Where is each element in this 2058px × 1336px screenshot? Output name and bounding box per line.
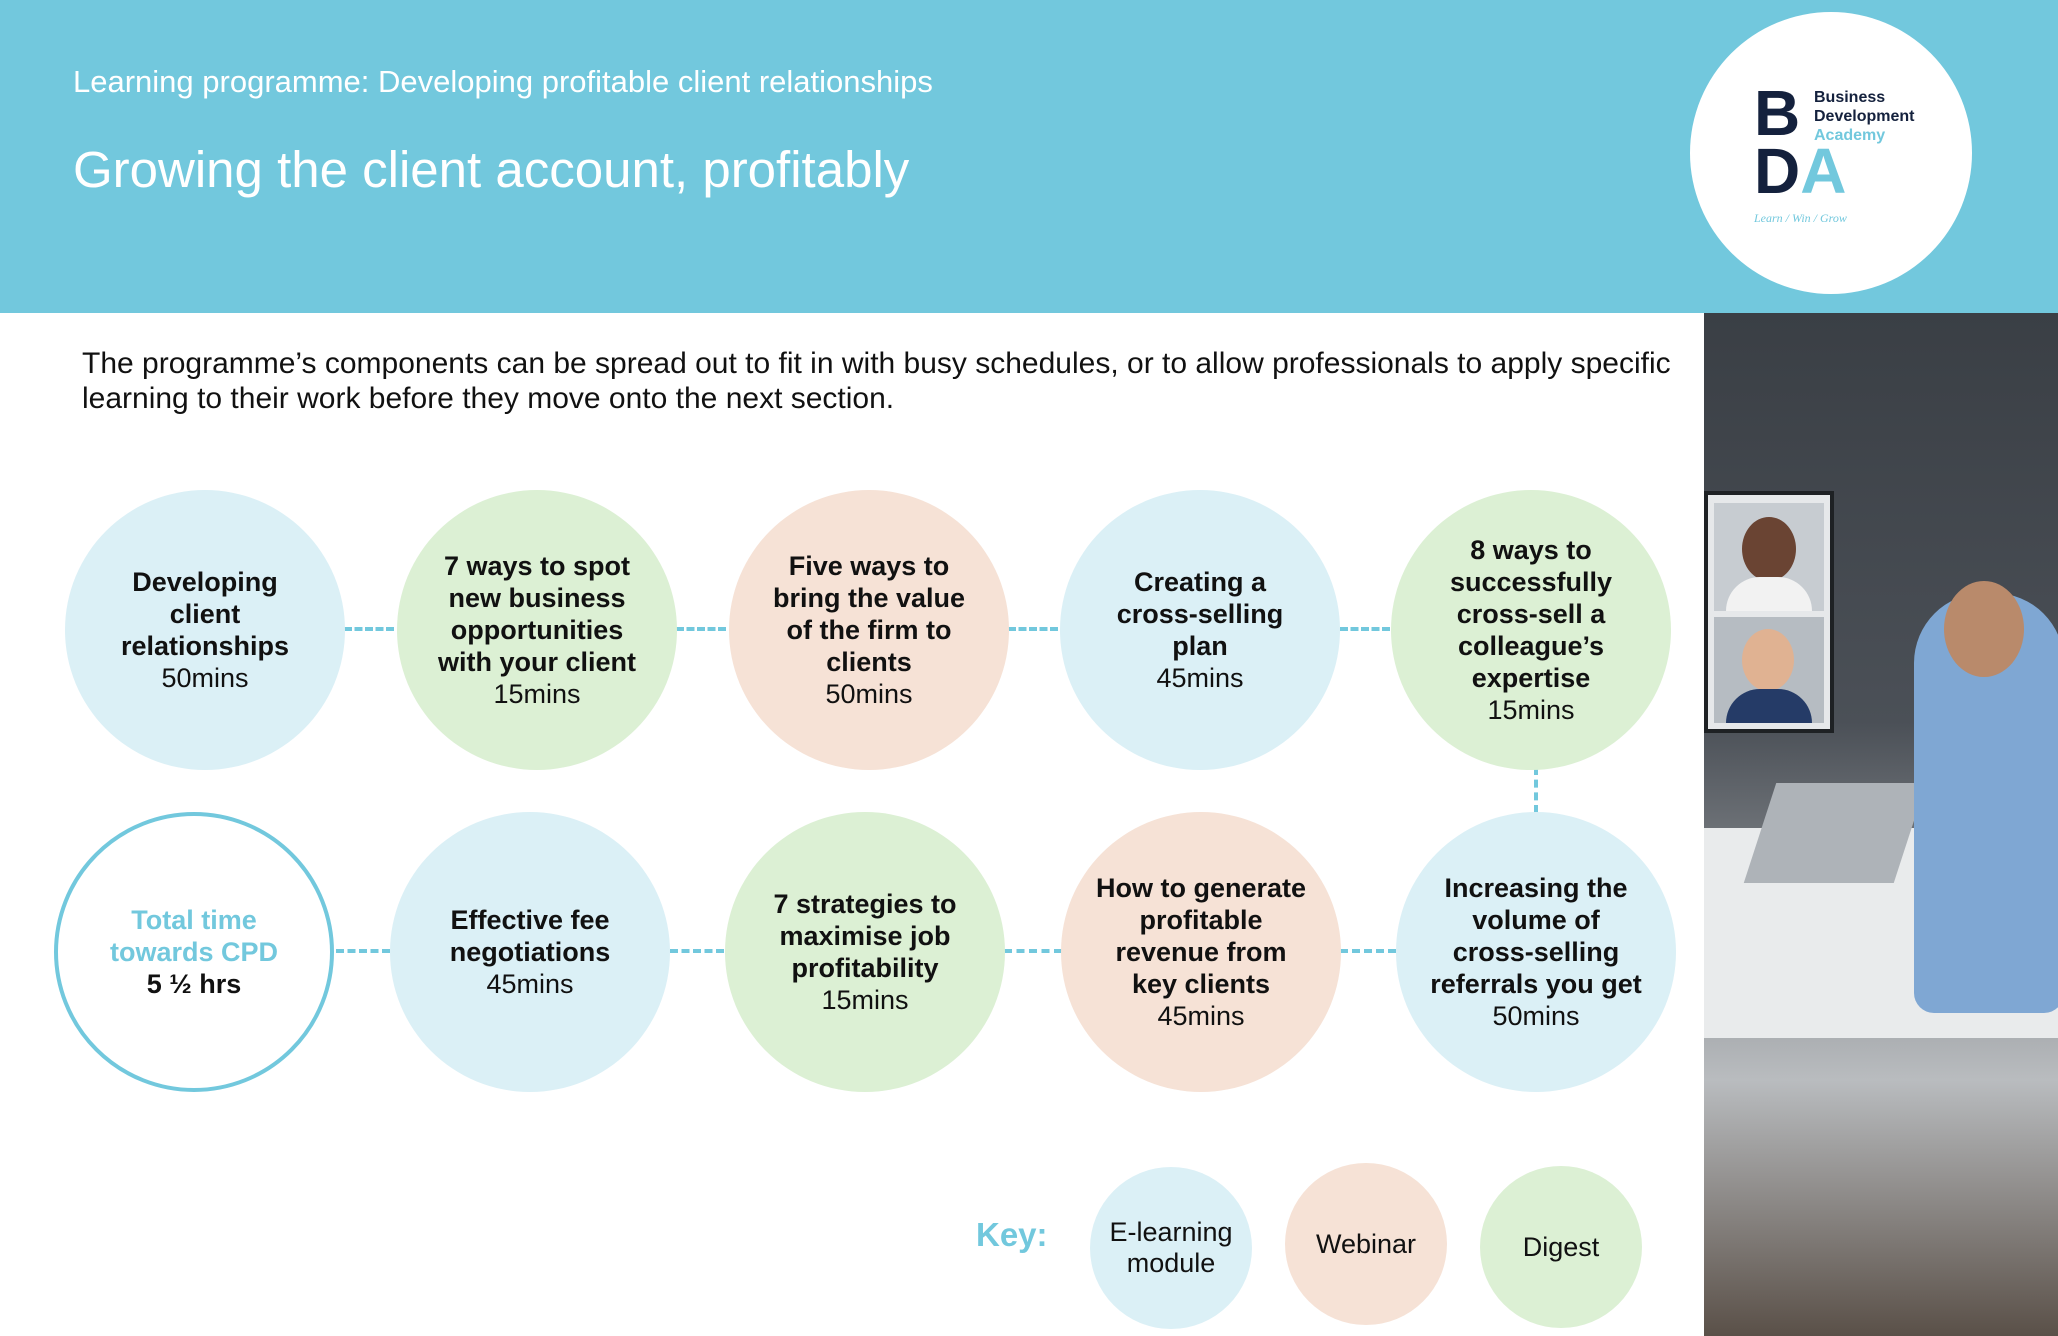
key-label: Key: [976, 1216, 1048, 1253]
module-duration: 50mins [161, 663, 249, 693]
logo-wordmark: Business Development Academy [1814, 88, 1914, 145]
connector [676, 627, 726, 631]
connector [1340, 627, 1390, 631]
module-effective-fee-negotiations: Effective fee negotiations 45mins [390, 812, 670, 1092]
logo-line-development: Development [1814, 108, 1915, 125]
module-title: Developing client relationships [120, 567, 290, 661]
module-duration: 45mins [1156, 663, 1244, 693]
connector [1340, 949, 1396, 953]
module-duration: 15mins [821, 985, 909, 1015]
module-title: 7 ways to spot new business opportunitie… [437, 551, 637, 677]
module-duration: 45mins [486, 969, 574, 999]
module-cross-selling-referrals: Increasing the volume of cross-selling r… [1396, 812, 1676, 1092]
module-title: 7 strategies to maximise job profitabili… [773, 889, 957, 983]
module-title: 8 ways to successfully cross-sell a coll… [1449, 535, 1613, 693]
connector [1008, 627, 1058, 631]
total-label: Total time towards CPD [109, 905, 279, 967]
module-cross-selling-plan: Creating a cross-selling plan 45mins [1060, 490, 1340, 770]
module-title: Creating a cross-selling plan [1116, 567, 1284, 661]
connector [670, 949, 724, 953]
module-7-ways-new-business: 7 ways to spot new business opportunitie… [397, 490, 677, 770]
module-title: Five ways to bring the value of the firm… [772, 551, 966, 677]
module-duration: 50mins [825, 679, 913, 709]
connector [1004, 949, 1062, 953]
connector [336, 949, 390, 953]
logo-tagline: Learn / Win / Grow [1754, 211, 1847, 225]
module-title: Effective fee negotiations [449, 905, 611, 967]
module-developing-client-relationships: Developing client relationships 50mins [65, 490, 345, 770]
module-8-ways-cross-sell: 8 ways to successfully cross-sell a coll… [1391, 490, 1671, 770]
page-title: Growing the client account, profitably [73, 141, 910, 198]
logo-line-business: Business [1814, 89, 1886, 106]
key-webinar: Webinar [1285, 1163, 1447, 1325]
logo-letter-d: D [1754, 135, 1801, 207]
module-five-ways-value: Five ways to bring the value of the firm… [729, 490, 1009, 770]
attendee-head [1944, 581, 2024, 677]
meeting-photo [1704, 313, 2058, 1336]
module-profitable-revenue: How to generate profitable revenue from … [1061, 812, 1341, 1092]
total-cpd-time: Total time towards CPD 5 ½ hrs [54, 812, 334, 1092]
module-title: How to generate profitable revenue from … [1095, 873, 1307, 999]
logo-letter-b: B [1754, 77, 1801, 149]
module-duration: 15mins [1487, 695, 1575, 725]
header-banner: Learning programme: Developing profitabl… [0, 0, 2058, 313]
connector [344, 627, 394, 631]
module-duration: 45mins [1157, 1001, 1245, 1031]
module-title: Increasing the volume of cross-selling r… [1430, 873, 1642, 999]
module-7-strategies-profitability: 7 strategies to maximise job profitabili… [725, 812, 1005, 1092]
logo-letter-a: A [1800, 135, 1847, 207]
module-duration: 50mins [1492, 1001, 1580, 1031]
module-duration: 15mins [493, 679, 581, 709]
video-participant-2 [1714, 617, 1824, 723]
video-participant-1 [1714, 503, 1824, 611]
programme-subtitle: Learning programme: Developing profitabl… [73, 64, 933, 99]
key-digest: Digest [1480, 1166, 1642, 1328]
total-duration: 5 ½ hrs [146, 969, 242, 999]
key-e-learning: E-learning module [1090, 1167, 1252, 1329]
intro-paragraph: The programme’s components can be spread… [82, 347, 1671, 415]
video-call-screen [1704, 491, 1834, 733]
connector-vertical [1534, 767, 1538, 813]
logo-line-academy: Academy [1814, 127, 1886, 144]
